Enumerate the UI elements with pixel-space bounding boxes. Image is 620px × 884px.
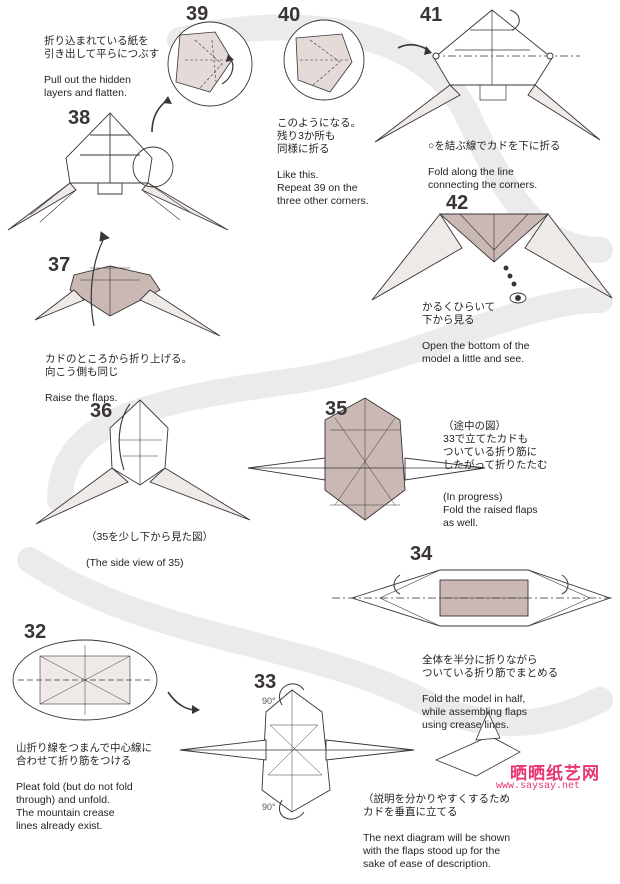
- step-34-caption: 全体を半分に折りながら ついている折り筋でまとめる Fold the model…: [422, 641, 558, 745]
- step-36-caption-jp: （35を少し下から見た図）: [86, 531, 214, 543]
- step-32-caption: 山折り線をつまんで中心線に 合わせて折り筋をつける Pleat fold (bu…: [16, 729, 152, 846]
- step-39-caption-en: Pull out the hidden layers and flatten.: [44, 74, 131, 99]
- step-number-35: 35: [325, 398, 348, 420]
- step-42-model: [371, 213, 613, 304]
- step-40-caption-en: Like this. Repeat 39 on the three other …: [277, 169, 369, 207]
- step-number-36: 36: [90, 400, 113, 422]
- step-39-caption-jp: 折り込まれている紙を 引き出して平らにつぶす: [44, 35, 160, 60]
- origami-instructions-diagram: [7, 9, 613, 820]
- step-37-caption: カドのところから折り上げる。 向こう側も同じ Raise the flaps.: [45, 340, 192, 418]
- step-40-detail: [283, 19, 365, 101]
- step-34-caption-en: Fold the model in half, while assembling…: [422, 693, 528, 731]
- step-33-caption-jp: （説明を分かりやすくするため カドを垂直に立てる: [363, 793, 510, 818]
- step-33-preview: [434, 711, 521, 777]
- watermark-url: www.saysay.net: [496, 781, 581, 792]
- step-32-caption-jp: 山折り線をつまんで中心線に 合わせて折り筋をつける: [16, 742, 152, 767]
- step-35-model: [247, 397, 486, 521]
- step-41-caption: ○を結ぶ線でカドを下に折る Fold along the line connec…: [428, 127, 560, 205]
- step-number-37: 37: [48, 254, 71, 276]
- step-number-38: 38: [68, 107, 91, 129]
- arrow-head: [163, 96, 172, 104]
- step-38-model: [7, 112, 229, 231]
- step-38-detail-circle: [132, 146, 174, 188]
- step-34-caption-jp: 全体を半分に折りながら ついている折り筋でまとめる: [422, 654, 559, 679]
- step-number-34: 34: [410, 543, 433, 565]
- step-41-caption-en: Fold along the line connecting the corne…: [428, 166, 538, 191]
- step-42-caption-jp: かるくひらいて 下から見る: [422, 301, 496, 326]
- step-42-caption: かるくひらいて 下から見る Open the bottom of the mod…: [422, 288, 529, 379]
- step-34-model: [332, 569, 612, 627]
- step-32-model: [12, 639, 158, 721]
- step-number-40: 40: [278, 4, 301, 26]
- step-41-model: [374, 9, 601, 143]
- step-37-model: [34, 231, 221, 337]
- arrow-head: [192, 705, 200, 714]
- step-number-41: 41: [420, 4, 443, 26]
- step-36-model: [35, 399, 251, 525]
- step-33-angle-top: 90°: [262, 696, 276, 706]
- step-32-caption-en: Pleat fold (but do not fold through) and…: [16, 781, 133, 832]
- step-39-caption: 折り込まれている紙を 引き出して平らにつぶす Pull out the hidd…: [44, 22, 159, 113]
- step-36-caption: （35を少し下から見た図） (The side view of 35): [86, 518, 213, 583]
- step-42-caption-en: Open the bottom of the model a little an…: [422, 340, 530, 365]
- step-35-caption: （途中の図） 33で立てたカドも ついている折り筋に したがって折りたたむ (I…: [443, 407, 547, 543]
- step-39-detail: [167, 21, 253, 107]
- step-35-caption-en: (In progress) Fold the raised flaps as w…: [443, 491, 538, 529]
- watermark-brand: 晒晒纸艺网: [510, 764, 600, 784]
- step-number-42: 42: [446, 192, 469, 214]
- step-40-caption-jp: このようになる。 残り3か所も 同様に折る: [277, 117, 361, 155]
- step-33-angle-bottom: 90°: [262, 802, 276, 812]
- arrow-head: [424, 46, 432, 55]
- step-32-to-33-arrow: [167, 691, 197, 711]
- step-33-caption: （説明を分かりやすくするため カドを垂直に立てる The next diagra…: [363, 780, 510, 884]
- step-number-32: 32: [24, 621, 47, 643]
- step-37-caption-en: Raise the flaps.: [45, 392, 118, 404]
- step-37-caption-jp: カドのところから折り上げる。 向こう側も同じ: [45, 353, 192, 378]
- step-41-caption-jp: ○を結ぶ線でカドを下に折る: [428, 140, 561, 152]
- step-number-39: 39: [186, 3, 209, 25]
- step-40-caption: このようになる。 残り3か所も 同様に折る Like this. Repeat …: [277, 104, 369, 221]
- step-36-caption-en: (The side view of 35): [86, 557, 184, 569]
- step-35-caption-jp: （途中の図） 33で立てたカドも ついている折り筋に したがって折りたたむ: [443, 420, 548, 471]
- step-number-33: 33: [254, 671, 277, 693]
- step-33-caption-en: The next diagram will be shown with the …: [363, 832, 511, 870]
- step-33-model: [179, 683, 415, 820]
